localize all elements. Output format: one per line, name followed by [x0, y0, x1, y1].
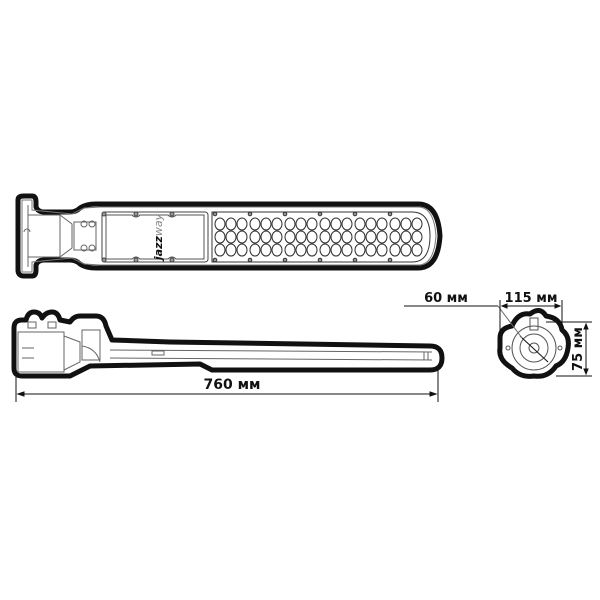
- led-icon: [354, 217, 366, 231]
- led-icon: [295, 217, 307, 231]
- led-icon: [365, 230, 377, 244]
- led-icon: [214, 230, 226, 244]
- width-label: 115 мм: [505, 291, 558, 306]
- led-icon: [376, 243, 388, 257]
- height-label: 75 мм: [571, 327, 586, 371]
- diameter-label: 60 мм: [424, 291, 468, 306]
- led-icon: [330, 230, 342, 244]
- led-icon: [271, 243, 283, 257]
- led-icon: [284, 243, 296, 257]
- led-icon: [365, 243, 377, 257]
- led-icon: [400, 243, 412, 257]
- led-icon: [295, 243, 307, 257]
- led-icon: [341, 230, 353, 244]
- led-icon: [295, 230, 307, 244]
- led-icon: [236, 243, 248, 257]
- led-icon: [411, 217, 423, 231]
- length-dimension: [15, 370, 439, 402]
- top-view-outline: [15, 193, 443, 279]
- led-icon: [236, 230, 248, 244]
- led-panel: [211, 211, 431, 263]
- led-icon: [376, 230, 388, 244]
- led-icon: [330, 217, 342, 231]
- brand-logo-light: way: [152, 213, 165, 236]
- led-icon: [411, 230, 423, 244]
- led-icon: [225, 230, 237, 244]
- led-icon: [330, 243, 342, 257]
- led-icon: [354, 243, 366, 257]
- end-view: 60 мм 115 мм 75 мм: [404, 291, 592, 379]
- led-icon: [354, 230, 366, 244]
- diameter-dimension: [404, 305, 523, 339]
- side-view: 760 мм: [11, 309, 445, 402]
- led-icon: [319, 243, 331, 257]
- led-icon: [284, 217, 296, 231]
- led-icon: [225, 243, 237, 257]
- led-icon: [260, 230, 272, 244]
- top-view: jazzway: [15, 193, 443, 279]
- led-icon: [365, 217, 377, 231]
- led-icon: [260, 243, 272, 257]
- led-icon: [225, 217, 237, 231]
- side-view-outline: [11, 309, 445, 379]
- led-icon: [400, 230, 412, 244]
- led-icon: [284, 230, 296, 244]
- led-icon: [400, 217, 412, 231]
- led-icon: [389, 243, 401, 257]
- driver-compartment: [101, 211, 209, 263]
- led-icon: [411, 243, 423, 257]
- end-view-outline: [497, 308, 571, 379]
- led-icon: [319, 217, 331, 231]
- led-icon: [341, 217, 353, 231]
- width-dimension: [499, 300, 563, 340]
- led-icon: [376, 217, 388, 231]
- led-icon: [214, 243, 226, 257]
- led-icon: [249, 243, 261, 257]
- led-icon: [249, 217, 261, 231]
- led-icon: [271, 230, 283, 244]
- led-icon: [306, 230, 318, 244]
- led-icon: [319, 230, 331, 244]
- led-icon: [214, 217, 226, 231]
- mount-bracket: [23, 205, 97, 267]
- led-icon: [389, 217, 401, 231]
- height-dimension: [546, 321, 592, 377]
- led-array: [212, 211, 423, 263]
- led-icon: [306, 243, 318, 257]
- led-icon: [271, 217, 283, 231]
- led-icon: [260, 217, 272, 231]
- svg-text:jazzway: jazzway: [152, 213, 165, 262]
- led-icon: [341, 243, 353, 257]
- led-icon: [306, 217, 318, 231]
- length-label: 760 мм: [204, 377, 261, 393]
- led-icon: [389, 230, 401, 244]
- led-icon: [249, 230, 261, 244]
- brand-logo-bold: jazz: [152, 236, 165, 263]
- led-icon: [236, 217, 248, 231]
- brand-logo: jazzway: [152, 213, 165, 262]
